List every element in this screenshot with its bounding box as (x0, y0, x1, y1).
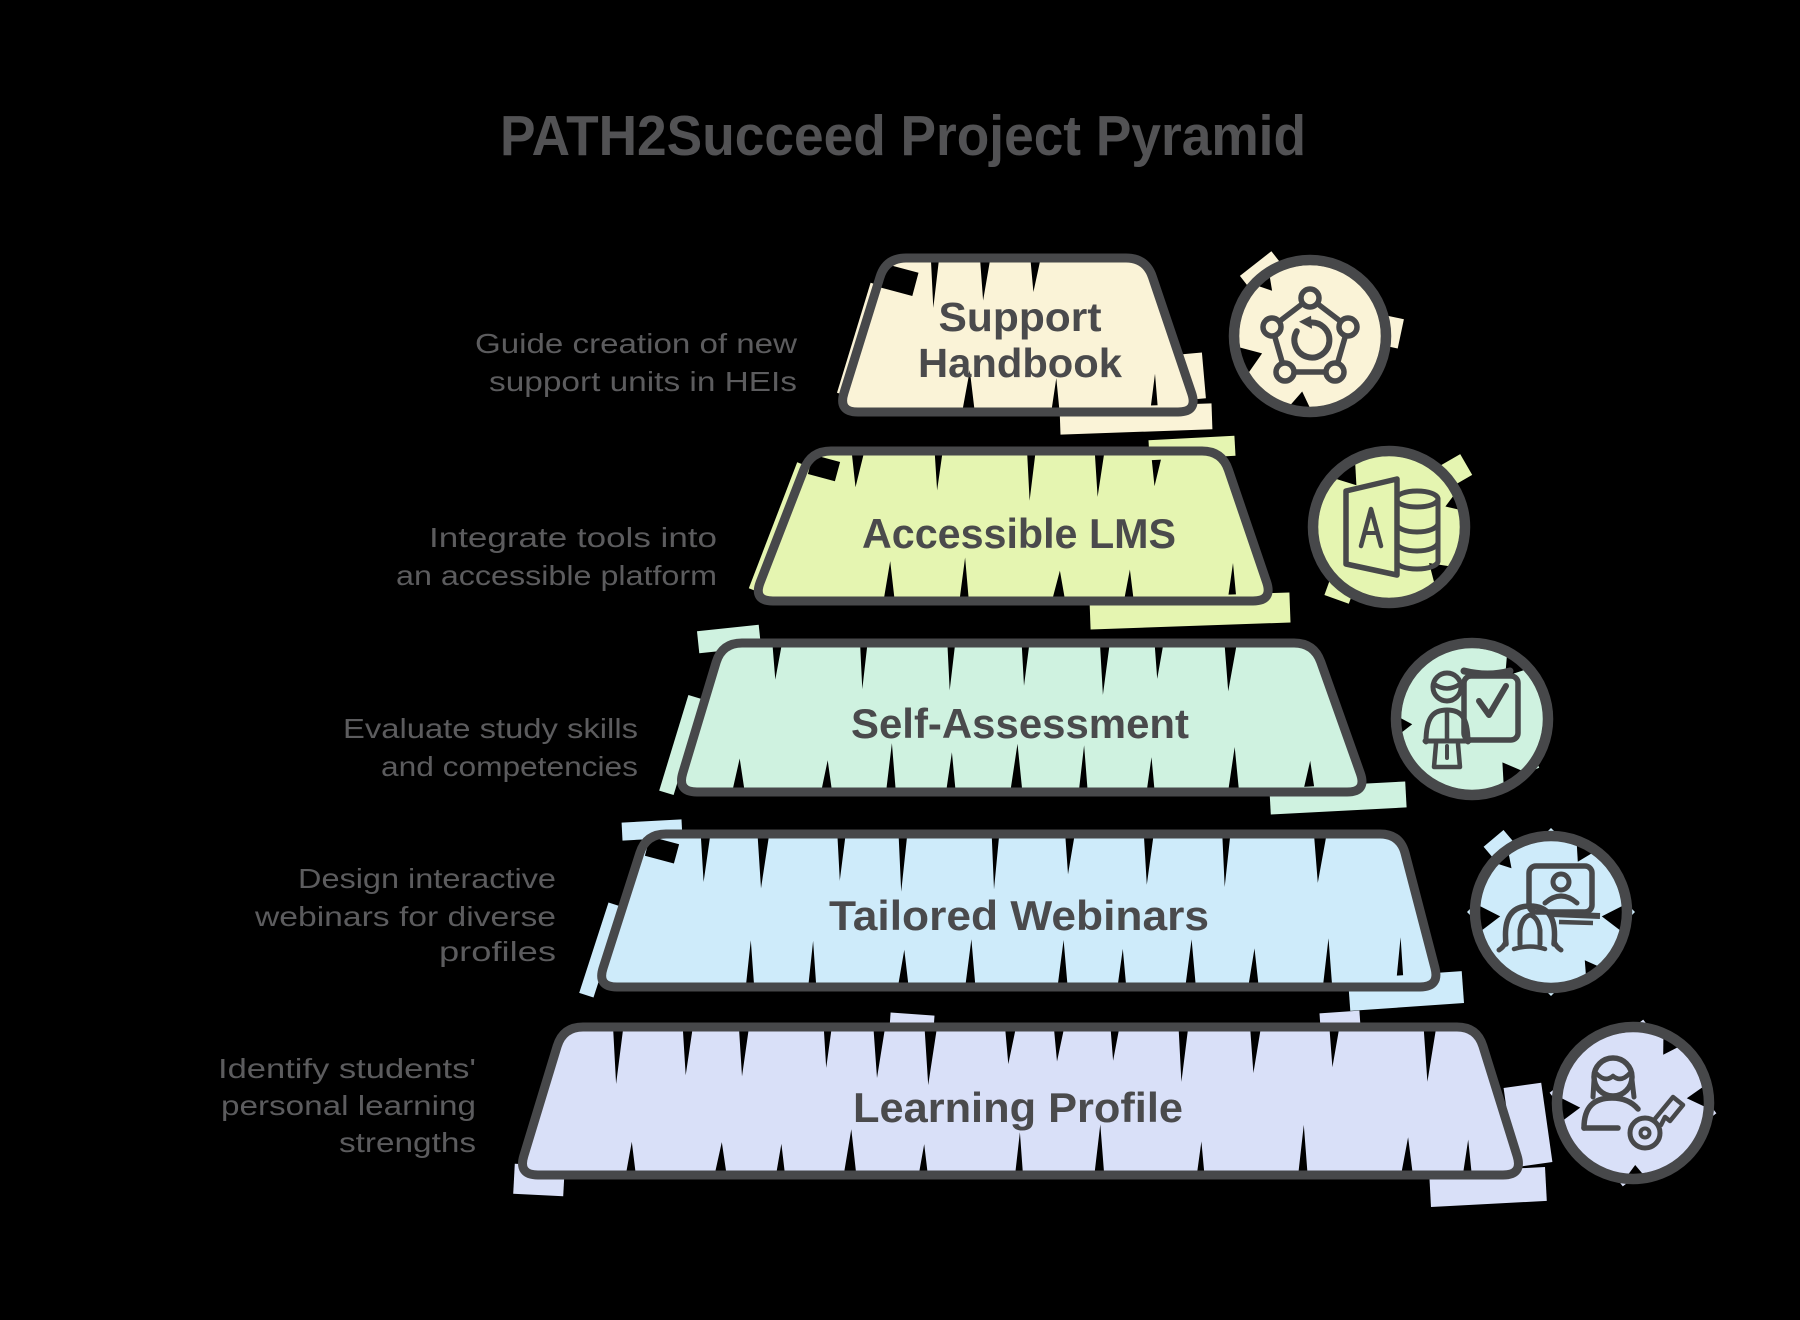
svg-text:Identify students': Identify students' (218, 1053, 476, 1084)
svg-text:strengths: strengths (339, 1127, 476, 1158)
svg-text:Tailored Webinars: Tailored Webinars (829, 892, 1209, 939)
svg-text:an accessible platform: an accessible platform (396, 560, 717, 591)
svg-text:personal learning: personal learning (221, 1090, 476, 1121)
svg-text:Accessible LMS: Accessible LMS (862, 510, 1176, 557)
svg-text:Evaluate study skills: Evaluate study skills (343, 713, 638, 744)
svg-text:and competencies: and competencies (381, 751, 638, 782)
svg-text:Integrate tools into: Integrate tools into (429, 522, 717, 553)
svg-text:Self-Assessment: Self-Assessment (851, 700, 1189, 747)
svg-text:Guide creation of new: Guide creation of new (475, 328, 798, 359)
svg-text:support units in HEIs: support units in HEIs (489, 366, 797, 397)
svg-text:Handbook: Handbook (918, 340, 1122, 386)
svg-text:Support: Support (939, 294, 1102, 340)
svg-text:profiles: profiles (439, 936, 556, 967)
svg-text:webinars for diverse: webinars for diverse (254, 901, 556, 932)
svg-text:Learning Profile: Learning Profile (853, 1084, 1183, 1131)
svg-text:Design interactive: Design interactive (298, 863, 556, 894)
svg-text:PATH2Succeed Project Pyramid: PATH2Succeed Project Pyramid (500, 104, 1306, 168)
